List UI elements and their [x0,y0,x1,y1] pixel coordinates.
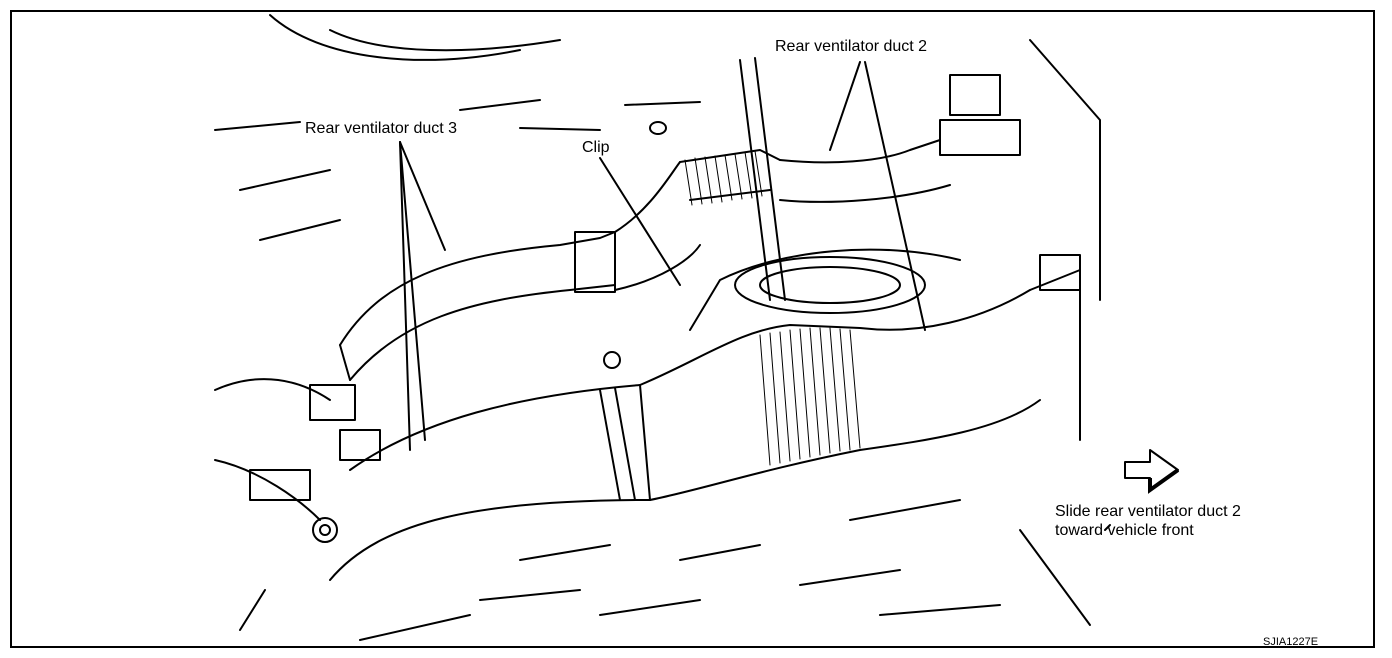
instruction-line-1: Slide rear ventilator duct 2 [1055,503,1241,520]
label-rear-ventilator-duct-3: Rear ventilator duct 3 [305,120,458,137]
instruction-text: Slide rear ventilator duct 2 toward vehi… [1055,502,1315,540]
figure-frame [10,10,1375,648]
label-clip: Clip [582,139,610,156]
label-rear-ventilator-duct-2: Rear ventilator duct 2 [775,38,928,55]
direction-arrow-icon [1124,449,1180,494]
instruction-line-2: toward vehicle front [1055,522,1194,539]
figure-code: SJIA1227E [1263,636,1319,648]
